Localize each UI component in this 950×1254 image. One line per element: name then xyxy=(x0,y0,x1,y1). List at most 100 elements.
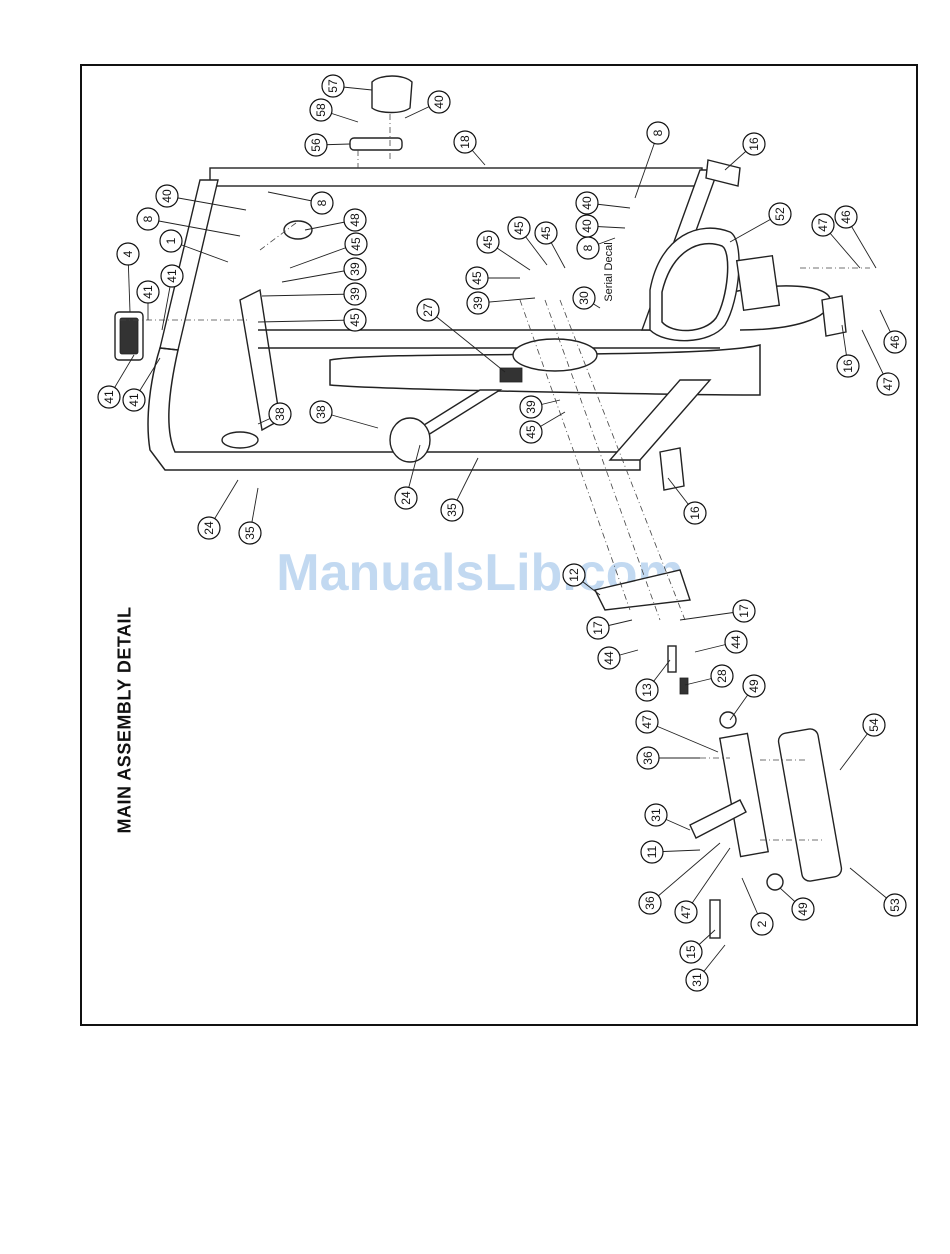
callout-label: 47 xyxy=(640,715,654,729)
part-callout: 8 xyxy=(577,237,599,259)
leader-line xyxy=(428,310,505,372)
callout-label: 45 xyxy=(481,235,495,249)
callout-label: 28 xyxy=(715,669,729,683)
callout-label: 45 xyxy=(512,221,526,235)
callout-label: 38 xyxy=(273,407,287,421)
part-callout: 35 xyxy=(441,499,463,521)
part-callout: 41 xyxy=(98,386,120,408)
part-callout: 17 xyxy=(587,617,609,639)
part-callout: 44 xyxy=(725,631,747,653)
part-callout: 58 xyxy=(310,99,332,121)
callout-label: 47 xyxy=(679,905,693,919)
top-crossbar xyxy=(210,168,702,186)
part-callout: 45 xyxy=(344,309,366,331)
callout-label: 1 xyxy=(164,237,178,244)
part-callout: 8 xyxy=(137,208,159,230)
callout-label: 53 xyxy=(888,898,902,912)
callout-label: 35 xyxy=(445,503,459,517)
part-callout: 47 xyxy=(812,214,834,236)
part-callout: 40 xyxy=(576,192,598,214)
part-callout: 8 xyxy=(311,192,333,214)
callout-label: 46 xyxy=(888,335,902,349)
bracket-12 xyxy=(595,570,690,610)
callout-label: 16 xyxy=(747,137,761,151)
display-4 xyxy=(115,312,143,360)
tube-54-arm xyxy=(720,733,768,856)
pad-54 xyxy=(777,728,842,883)
part-callout: 57 xyxy=(322,75,344,97)
part-callout: 16 xyxy=(684,502,706,524)
part-callout: 11 xyxy=(641,841,663,863)
part-callout: 27 xyxy=(417,299,439,321)
part-callout: 35 xyxy=(239,522,261,544)
callout-label: 57 xyxy=(326,79,340,93)
part-callout: 48 xyxy=(344,209,366,231)
console-57 xyxy=(372,76,412,113)
leader-line xyxy=(686,848,730,912)
callout-label: 47 xyxy=(881,377,895,391)
lower-rail xyxy=(258,330,720,348)
callout-label: 41 xyxy=(141,285,155,299)
callout-label: 40 xyxy=(160,189,174,203)
callout-label: 52 xyxy=(773,207,787,221)
callout-label: 24 xyxy=(202,521,216,535)
part-callout: 52 xyxy=(769,203,791,225)
part-callout: 31 xyxy=(645,804,667,826)
callout-label: 41 xyxy=(165,269,179,283)
part-callout: 47 xyxy=(877,373,899,395)
callout-label: 39 xyxy=(348,262,362,276)
end-cap-38 xyxy=(390,418,430,462)
callout-label: 49 xyxy=(796,902,810,916)
callout-label: 31 xyxy=(690,973,704,987)
callout-label: 17 xyxy=(591,621,605,635)
part-callout: 24 xyxy=(395,487,417,509)
part-callout: 45 xyxy=(508,217,530,239)
serial-decal-label: Serial Decal xyxy=(603,242,615,301)
callout-label: 16 xyxy=(688,506,702,520)
part-callout: 39 xyxy=(344,258,366,280)
callout-label: 40 xyxy=(580,219,594,233)
callout-label: 45 xyxy=(524,425,538,439)
callout-label: 44 xyxy=(729,635,743,649)
flywheel-disk xyxy=(513,339,597,371)
callout-label: 17 xyxy=(737,604,751,618)
callout-label: 44 xyxy=(602,651,616,665)
part-callout: 12 xyxy=(563,564,585,586)
part-callout: 4 xyxy=(117,243,139,265)
callout-label: 36 xyxy=(641,751,655,765)
part-callout: 54 xyxy=(863,714,885,736)
end-cap-48 xyxy=(284,221,312,239)
callout-label: 40 xyxy=(580,196,594,210)
callout-label: 8 xyxy=(315,199,329,206)
pin-15 xyxy=(710,900,720,938)
knob-49-bottom xyxy=(767,874,783,890)
bracket-56 xyxy=(350,138,402,150)
callout-label: 56 xyxy=(309,138,323,152)
callout-label: 45 xyxy=(539,226,553,240)
callout-label: 12 xyxy=(567,568,581,582)
part-callout: 45 xyxy=(477,231,499,253)
callout-label: 38 xyxy=(314,405,328,419)
part-callout: 40 xyxy=(156,185,178,207)
part-callout: 45 xyxy=(345,233,367,255)
callout-label: 45 xyxy=(470,271,484,285)
part-callout: 18 xyxy=(454,131,476,153)
part-callout: 28 xyxy=(711,665,733,687)
callout-label: 18 xyxy=(458,135,472,149)
leader-line xyxy=(262,294,355,296)
callout-label: 2 xyxy=(755,920,769,927)
callout-label: 27 xyxy=(421,303,435,317)
callout-label: 48 xyxy=(348,213,362,227)
callout-label: 13 xyxy=(640,683,654,697)
part-callout: 49 xyxy=(792,898,814,920)
callout-label: 36 xyxy=(643,896,657,910)
callout-label: 35 xyxy=(243,526,257,540)
part-callout: 16 xyxy=(743,133,765,155)
callout-label: 39 xyxy=(348,287,362,301)
part-callout: 31 xyxy=(686,969,708,991)
part-callout: 46 xyxy=(835,206,857,228)
callout-group: 5758405618816408484539394514414141414545… xyxy=(98,75,906,991)
part-callout: 24 xyxy=(198,517,220,539)
part-callout: 39 xyxy=(344,283,366,305)
console-assembly xyxy=(350,76,412,168)
